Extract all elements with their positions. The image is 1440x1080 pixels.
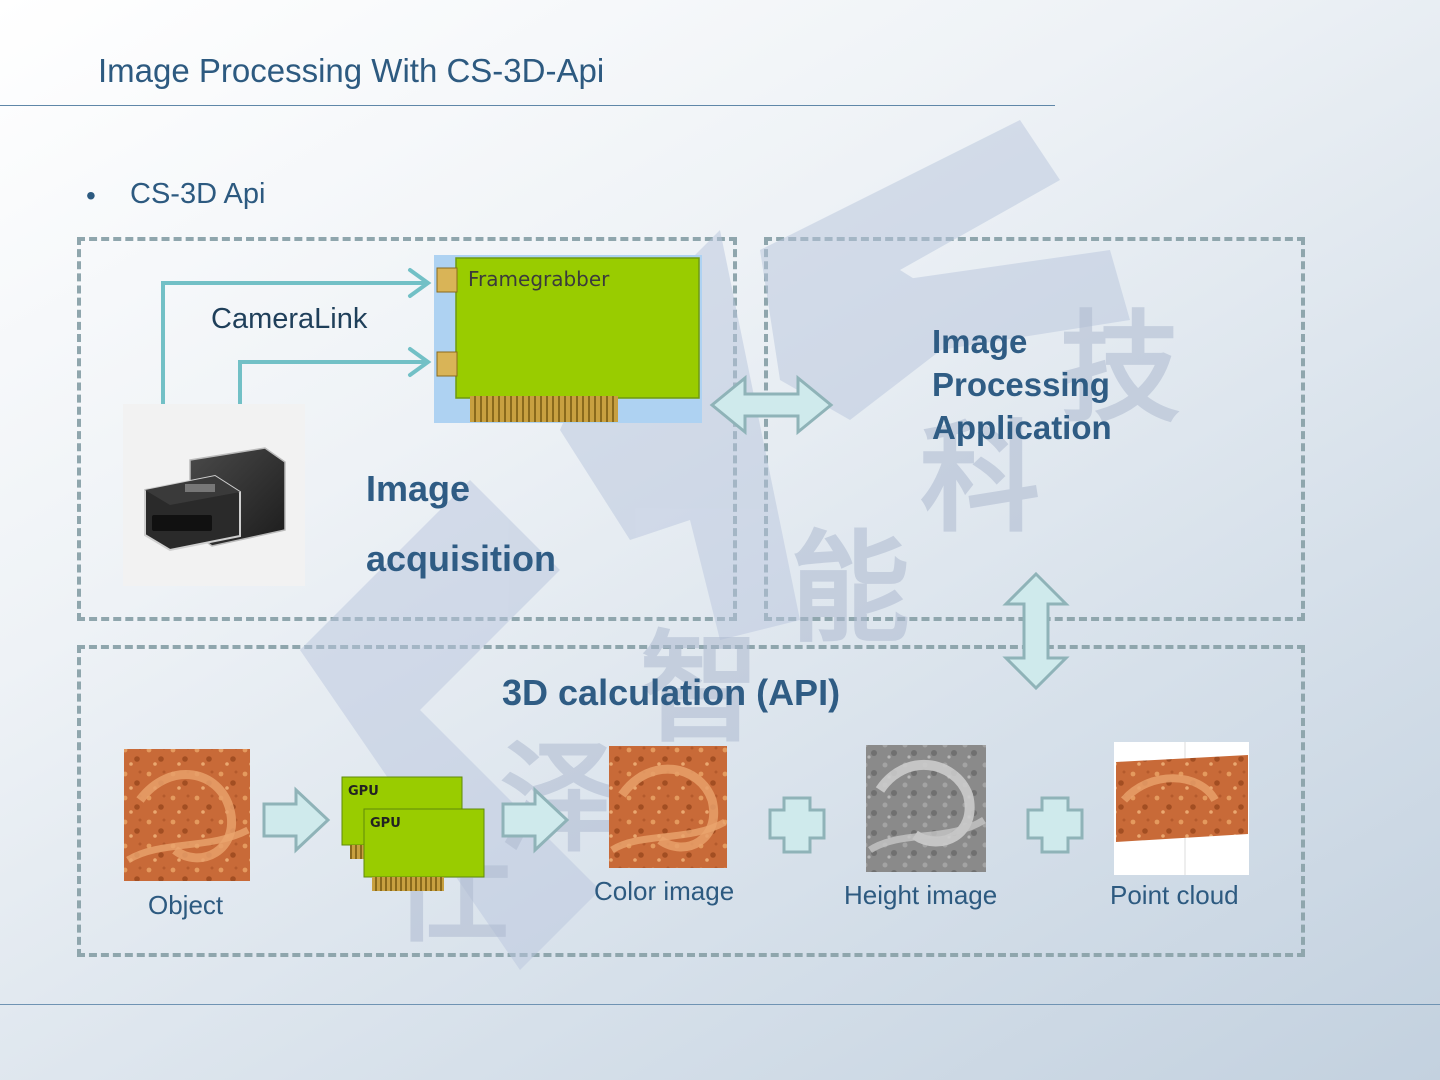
bullet-dot: • [86, 180, 96, 211]
application-label-line3: Application [932, 409, 1112, 446]
watermark-char: 能 [790, 520, 910, 659]
gpu-label-front: GPU [370, 816, 401, 831]
3d-calculation-box [77, 645, 1305, 957]
plus-icon [768, 796, 826, 854]
watermark-char: 泽 [500, 730, 620, 869]
color-image-caption: Color image [594, 876, 735, 906]
watermark-char: 智 [640, 620, 760, 759]
object-caption: Object [148, 890, 224, 920]
height-image [866, 745, 986, 872]
object-image [124, 749, 250, 881]
right-arrow-icon [262, 786, 331, 854]
watermark-char: 科 [920, 410, 1040, 549]
plus-icon [1026, 796, 1084, 854]
image-acquisition-label-line2: acquisition [366, 538, 557, 579]
watermark-char: 技 [1060, 300, 1180, 439]
slide-title: Image Processing With CS-3D-Api [98, 52, 605, 89]
point-cloud-image [1114, 742, 1249, 875]
point-cloud-caption: Point cloud [1110, 880, 1239, 910]
cameralink-label: CameraLink [211, 303, 368, 335]
framegrabber-label: Framegrabber [468, 267, 610, 291]
gpu-cards: GPU GPU [341, 776, 485, 891]
bullet-text: CS-3D Api [130, 178, 266, 210]
watermark-logo [300, 120, 1130, 970]
title-divider [0, 105, 1055, 106]
double-arrow-horizontal-icon [709, 374, 834, 436]
height-image-caption: Height image [844, 880, 998, 910]
gpu-label-back: GPU [348, 784, 379, 799]
right-arrow-icon [501, 786, 570, 854]
color-image [609, 746, 727, 868]
double-arrow-vertical-icon [1002, 571, 1070, 691]
3d-calculation-title: 3D calculation (API) [502, 672, 841, 713]
cameralink-arrowheads [408, 268, 432, 377]
image-acquisition-label-line1: Image [366, 468, 471, 509]
cameralink-cables [161, 281, 425, 404]
footer-divider [0, 1004, 1440, 1005]
framegrabber-board: Framegrabber [434, 255, 702, 423]
application-label-line2: Processing [932, 366, 1110, 403]
application-label-line1: Image [932, 323, 1028, 360]
3d-camera-photo [123, 404, 305, 586]
